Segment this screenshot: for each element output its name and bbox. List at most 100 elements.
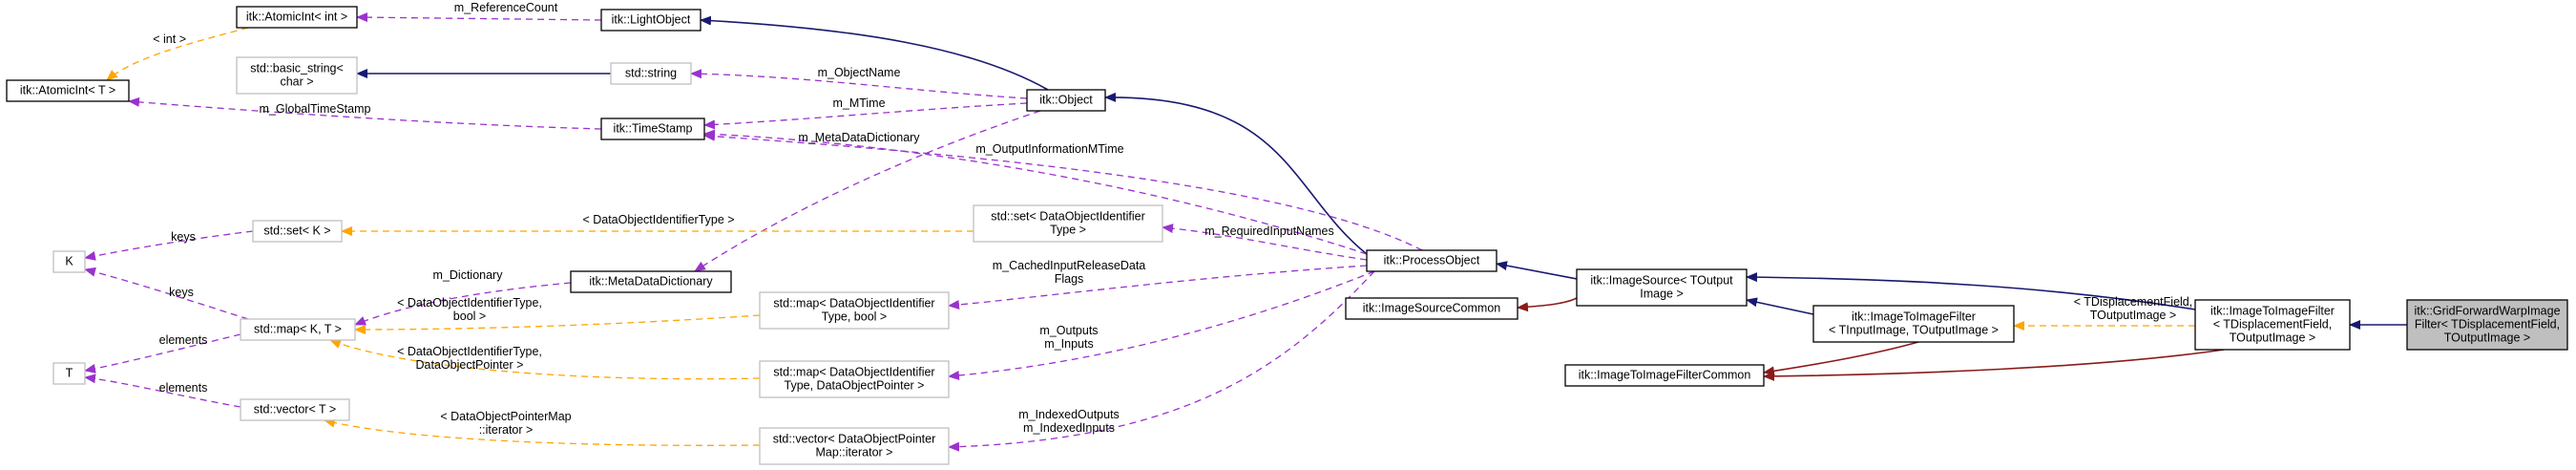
node-metadatadictionary[interactable]: itk::MetaDataDictionary xyxy=(570,270,732,293)
edge-label-m-outputs-inputs: m_Inputs xyxy=(1044,337,1093,351)
node-processobject[interactable]: itk::ProcessObject xyxy=(1366,249,1497,272)
node-set-doit[interactable]: std::set< DataObjectIdentifierType > xyxy=(973,204,1163,243)
node-label: Type, bool > xyxy=(822,310,887,324)
edge-label-m-cachedinputreleasedataflags: m_CachedInputReleaseData xyxy=(993,259,1146,272)
edge-label-m-metadatadictionary: m_MetaDataDictionary xyxy=(798,131,920,144)
node-label: std::set< DataObjectIdentifier xyxy=(991,210,1145,224)
node-std-string[interactable]: std::string xyxy=(610,62,692,85)
edge-label-doit-dop-tpl: < DataObjectIdentifierType, xyxy=(397,345,542,358)
edge-label-keys-set: keys xyxy=(171,230,196,244)
node-atomicint-int[interactable]: itk::AtomicInt< int > xyxy=(236,6,358,29)
node-label: char > xyxy=(280,75,313,89)
node-map-doit-bool[interactable]: std::map< DataObjectIdentifierType, bool… xyxy=(759,291,950,330)
node-box xyxy=(1026,89,1106,112)
edge-inherit-e1 xyxy=(700,15,1049,91)
node-box xyxy=(600,118,705,140)
node-label: itk::MetaDataDictionary xyxy=(589,275,713,288)
edge-inherit-e5 xyxy=(1746,272,2196,310)
node-label: itk::ImageToImageFilter xyxy=(1852,310,1976,324)
node-basic-string[interactable]: std::basic_string<char > xyxy=(236,56,358,95)
edges-layer xyxy=(84,12,2407,452)
node-map-kt[interactable]: std::map< K, T > xyxy=(240,318,356,341)
node-imagesource[interactable]: itk::ImageSource< TOutputImage > xyxy=(1576,268,1748,307)
edge-usage-e31 xyxy=(948,270,1375,452)
node-box xyxy=(2194,299,2351,351)
node-atomicint-t[interactable]: itk::AtomicInt< T > xyxy=(6,79,130,102)
edge-usage-e23 xyxy=(84,267,249,320)
edge-usage-e29 xyxy=(84,374,241,408)
node-label: itk::Object xyxy=(1039,94,1093,107)
edge-private-e10 xyxy=(1763,349,2225,381)
node-label: itk::ImageToImageFilterCommon xyxy=(1579,369,1751,382)
edge-template-e30 xyxy=(324,417,761,446)
node-label: std::set< K > xyxy=(263,224,330,238)
node-imagesourcecommon[interactable]: itk::ImageSourceCommon xyxy=(1345,297,1518,320)
node-imagetoimagefilter-disp[interactable]: itk::ImageToImageFilter< TDisplacementFi… xyxy=(2194,299,2351,351)
node-t[interactable]: T xyxy=(52,362,86,385)
edge-usage-e22 xyxy=(354,282,572,326)
node-label: std::vector< DataObjectPointer xyxy=(773,433,936,446)
node-box xyxy=(1576,268,1748,307)
node-box xyxy=(570,270,732,293)
node-label: TOutputImage > xyxy=(2444,331,2530,345)
node-box xyxy=(759,427,950,465)
edge-usage-e13 xyxy=(690,69,1028,99)
node-label: itk::ImageSourceCommon xyxy=(1363,302,1501,315)
node-box xyxy=(252,220,343,243)
node-label: std::map< DataObjectIdentifier xyxy=(773,366,934,379)
node-label: T xyxy=(66,367,73,380)
edge-private-e8 xyxy=(1517,297,1578,312)
node-label: < TDisplacementField, xyxy=(2213,318,2332,331)
edge-label-elements-map: elements xyxy=(159,333,208,347)
edge-label-m-outputs-inputs: m_Outputs xyxy=(1039,324,1098,337)
node-label: itk::AtomicInt< T > xyxy=(20,84,115,97)
node-box xyxy=(236,56,358,95)
node-imagetoimagefiltercommon[interactable]: itk::ImageToImageFilterCommon xyxy=(1564,364,1765,387)
node-object[interactable]: itk::Object xyxy=(1026,89,1106,112)
node-vector-t[interactable]: std::vector< T > xyxy=(240,398,350,421)
node-label: itk::ImageToImageFilter xyxy=(2210,305,2335,318)
edge-label-doit-bool-tpl: < DataObjectIdentifierType, xyxy=(397,296,542,310)
node-lightobject[interactable]: itk::LightObject xyxy=(600,9,702,32)
edge-template-e25 xyxy=(354,314,761,334)
edge-usage-e26 xyxy=(948,270,1375,380)
edge-template-e28 xyxy=(329,339,761,380)
node-set-k[interactable]: std::set< K > xyxy=(252,220,343,243)
edge-usage-e20 xyxy=(84,230,254,261)
edge-label-m-dictionary: m_Dictionary xyxy=(433,268,504,282)
node-imagetoimagefilter-in[interactable]: itk::ImageToImageFilter< TInputImage, TO… xyxy=(1812,305,2015,343)
edge-label-elements-vec: elements xyxy=(159,381,208,395)
edge-label-doit-tpl: < DataObjectIdentifierType > xyxy=(582,213,734,226)
node-box xyxy=(52,250,86,273)
node-box xyxy=(1812,305,2015,343)
node-k[interactable]: K xyxy=(52,250,86,273)
node-box xyxy=(6,79,130,102)
nodes-layer: itk::AtomicInt< int > itk::LightObjectitk… xyxy=(6,6,2568,465)
node-label: itk::LightObject xyxy=(612,13,691,27)
edge-label-m-objectname: m_ObjectName xyxy=(818,66,901,79)
edge-label-m-indexed: m_IndexedInputs xyxy=(1023,421,1115,435)
edge-label-tdisp-tpl: TOutputImage > xyxy=(2090,309,2176,322)
node-label: Type, DataObjectPointer > xyxy=(785,379,925,393)
edge-label-m-referencecount: m_ReferenceCount xyxy=(454,1,558,14)
node-map-doit-dop[interactable]: std::map< DataObjectIdentifierType, Data… xyxy=(759,360,950,398)
node-box xyxy=(1564,364,1765,387)
edge-usage-e16 xyxy=(703,129,1368,255)
node-box xyxy=(759,360,950,398)
node-label: Map::iterator > xyxy=(816,446,893,459)
edge-label-m-globaltimestamp: m_GlobalTimeStamp xyxy=(260,102,371,116)
node-vector-dop[interactable]: std::vector< DataObjectPointerMap::itera… xyxy=(759,427,950,465)
edge-label-m-mtime: m_MTime xyxy=(832,96,885,110)
edge-label-int-tpl: < int > xyxy=(153,32,186,46)
node-label: Image > xyxy=(1640,288,1684,301)
edge-label-dopmap-iter-tpl: ::iterator > xyxy=(479,423,534,437)
edge-label-keys-map: keys xyxy=(169,286,194,299)
edge-inherit-e2 xyxy=(1104,92,1368,255)
edge-inherit-e3 xyxy=(1496,261,1578,280)
edge-label-dopmap-iter-tpl: < DataObjectPointerMap xyxy=(440,410,571,423)
edge-usage-e14 xyxy=(703,102,1028,130)
node-timestamp[interactable]: itk::TimeStamp xyxy=(600,118,705,140)
node-label: std::vector< T > xyxy=(254,403,336,417)
